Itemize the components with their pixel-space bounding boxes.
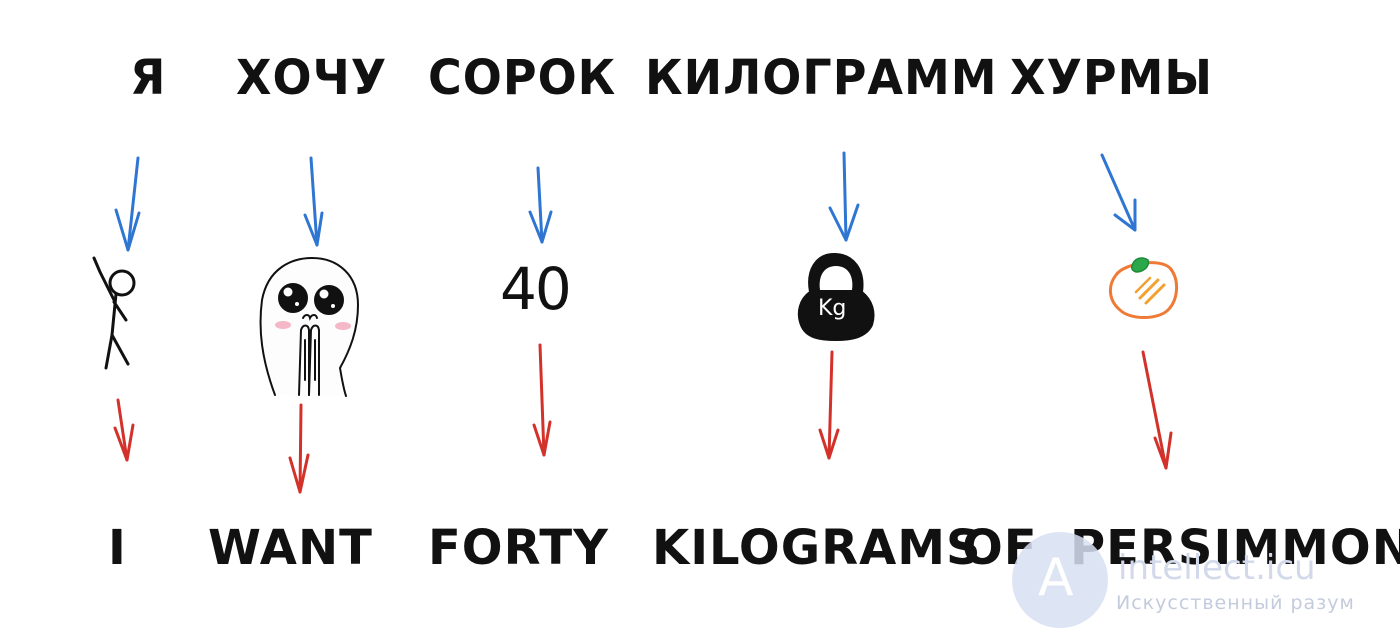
arrow-down-red-3 xyxy=(532,343,552,457)
kettlebell-icon xyxy=(797,252,875,342)
watermark-logo-icon xyxy=(1012,532,1108,628)
persimmon-icon xyxy=(1109,257,1178,319)
watermark-tagline: Искусственный разум xyxy=(1116,592,1355,614)
arrow-down-blue-2 xyxy=(303,156,324,247)
arrow-down-red-1 xyxy=(113,398,135,462)
en-word-want: WANT xyxy=(208,520,373,576)
ru-word-kilogramm: КИЛОГРАММ xyxy=(645,48,998,106)
arrow-down-blue-1 xyxy=(114,156,141,252)
watermark-site-name: intellect.icu xyxy=(1118,548,1316,588)
kettlebell-label: Kg xyxy=(818,296,847,321)
en-word-forty: FORTY xyxy=(428,520,609,576)
blue-arrows xyxy=(114,151,1137,252)
watermark-logo-letter: A xyxy=(1038,548,1074,608)
red-arrows xyxy=(113,343,1173,494)
en-word-i: I xyxy=(108,520,127,576)
arrow-down-blue-5 xyxy=(1100,153,1137,232)
stick-figure-icon xyxy=(92,256,136,370)
arrow-down-blue-4 xyxy=(828,151,860,242)
en-word-kilograms: KILOGRAMS xyxy=(652,520,982,576)
arrow-down-red-2 xyxy=(288,403,310,494)
arrow-down-red-5 xyxy=(1141,350,1173,470)
ru-word-khurmy: ХУРМЫ xyxy=(1010,48,1214,106)
pleading-face-icon xyxy=(259,256,360,397)
arrow-down-blue-3 xyxy=(528,166,553,244)
ru-word-khochu: ХОЧУ xyxy=(236,48,388,106)
ru-word-ya: Я xyxy=(130,48,167,106)
number-forty-icon: 40 xyxy=(500,255,572,323)
ru-word-sorok: СОРОК xyxy=(428,48,617,106)
arrow-down-red-4 xyxy=(818,350,840,460)
en-word-persimmons: PERSIMMONS xyxy=(1070,520,1400,576)
